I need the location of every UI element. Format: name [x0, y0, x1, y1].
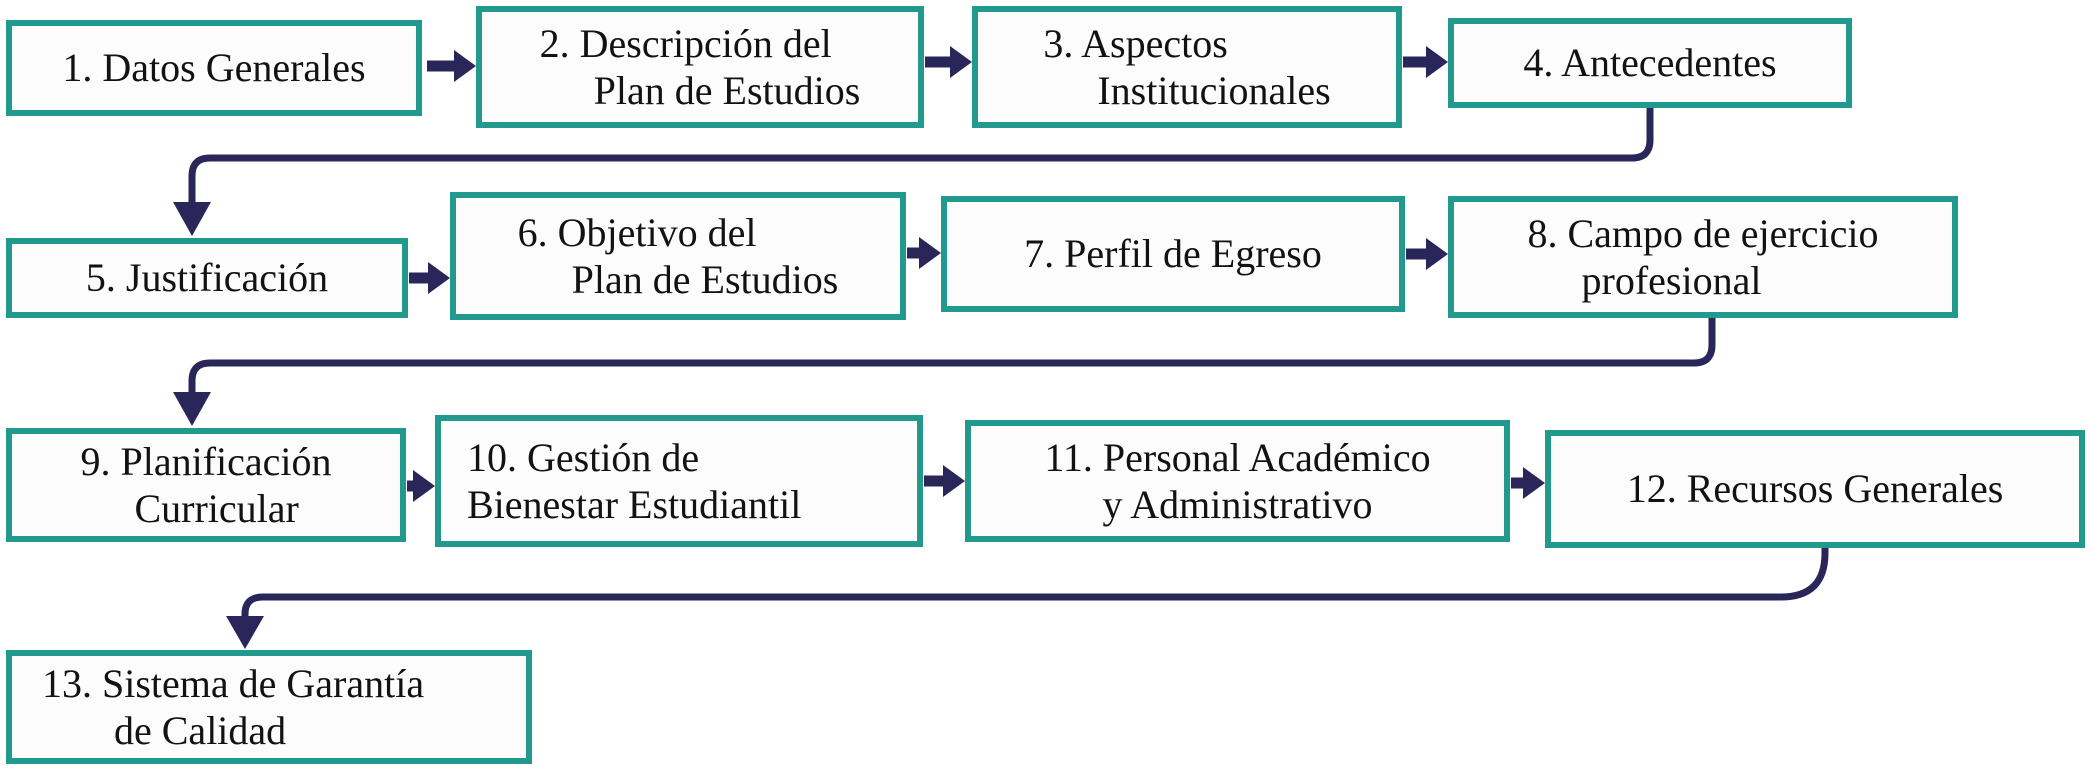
box-3-aspectos-institucionales: 3. Aspectos Institucionales: [972, 6, 1402, 128]
box-label-line: 7. Perfil de Egreso: [1024, 231, 1322, 277]
connector-8-to-9: [173, 312, 1716, 426]
arrow-9-to-10: [407, 470, 435, 502]
box-label: 3. Aspectos Institucionales: [1043, 20, 1330, 114]
box-label: 2. Descripción del Plan de Estudios: [540, 20, 861, 114]
box-label: 11. Personal Académico y Administrativo: [1044, 434, 1430, 528]
box-label: 13. Sistema de Garantía de Calidad: [42, 660, 424, 754]
box-7-perfil-egreso: 7. Perfil de Egreso: [941, 196, 1405, 312]
arrow-1-to-2: [427, 50, 476, 82]
box-label: 7. Perfil de Egreso: [1024, 230, 1322, 277]
arrow-7-to-8: [1406, 238, 1448, 270]
box-label: 5. Justificación: [86, 254, 328, 301]
box-label-line: y Administrativo: [1102, 482, 1373, 527]
box-label-line: 10. Gestión de: [467, 434, 700, 480]
box-label-line: Institucionales: [1097, 68, 1331, 113]
box-label-line: 5. Justificación: [85, 255, 329, 301]
box-9-planificacion-curricular: 9. Planificación Curricular: [6, 428, 406, 542]
box-label-line: 3. Aspectos: [1043, 20, 1228, 66]
box-label-line: 4. Antecedentes: [1523, 40, 1777, 86]
box-label: 4. Antecedentes: [1523, 39, 1776, 86]
box-5-justificacion: 5. Justificación: [6, 238, 408, 318]
arrow-2-to-3: [925, 46, 972, 78]
arrow-10-to-11: [924, 465, 965, 497]
arrow-6-to-7: [907, 237, 941, 269]
box-label-line: Bienestar Estudiantil: [467, 482, 802, 527]
box-label-line: de Calidad: [114, 708, 287, 753]
box-label-line: 9. Planificación: [80, 438, 332, 484]
box-label-line: Plan de Estudios: [571, 257, 839, 302]
box-label-line: Curricular: [134, 486, 299, 531]
box-label-line: 13. Sistema de Garantía: [42, 660, 425, 706]
box-1-datos-generales: 1. Datos Generales: [6, 20, 422, 116]
box-11-personal-academico: 11. Personal Académico y Administrativo: [965, 420, 1510, 542]
box-label-line: 6. Objetivo del: [517, 209, 757, 255]
box-4-antecedentes: 4. Antecedentes: [1448, 18, 1852, 108]
box-label-line: 11. Personal Académico: [1044, 434, 1431, 480]
box-label-line: 1. Datos Generales: [62, 45, 366, 91]
box-label-line: 2. Descripción del: [539, 20, 832, 66]
box-6-objetivo-plan: 6. Objetivo del Plan de Estudios: [450, 192, 906, 320]
box-label-line: 8. Campo de ejercicio: [1527, 210, 1879, 256]
arrow-5-to-6: [409, 262, 450, 294]
box-label: 8. Campo de ejercicio profesional: [1528, 210, 1879, 304]
arrow-11-to-12: [1511, 467, 1545, 499]
box-label: 9. Planificación Curricular: [80, 438, 331, 532]
box-12-recursos-generales: 12. Recursos Generales: [1545, 430, 2085, 548]
box-8-campo-ejercicio: 8. Campo de ejercicio profesional: [1448, 196, 1958, 318]
box-label: 6. Objetivo del Plan de Estudios: [518, 209, 839, 303]
connector-4-to-5: [173, 102, 1654, 236]
box-label: 10. Gestión de Bienestar Estudiantil: [467, 434, 801, 528]
arrow-3-to-4: [1403, 46, 1448, 78]
box-label-line: 12. Recursos Generales: [1626, 466, 2004, 512]
box-label: 1. Datos Generales: [62, 44, 365, 91]
box-label-line: profesional: [1581, 258, 1762, 303]
box-13-sistema-garantia-calidad: 13. Sistema de Garantía de Calidad: [6, 650, 532, 764]
box-label: 12. Recursos Generales: [1627, 465, 2004, 512]
box-label-line: Plan de Estudios: [593, 68, 861, 113]
box-2-descripcion-plan: 2. Descripción del Plan de Estudios: [476, 6, 924, 128]
box-10-gestion-bienestar: 10. Gestión de Bienestar Estudiantil: [435, 415, 923, 547]
connector-12-to-13: [226, 542, 1829, 649]
